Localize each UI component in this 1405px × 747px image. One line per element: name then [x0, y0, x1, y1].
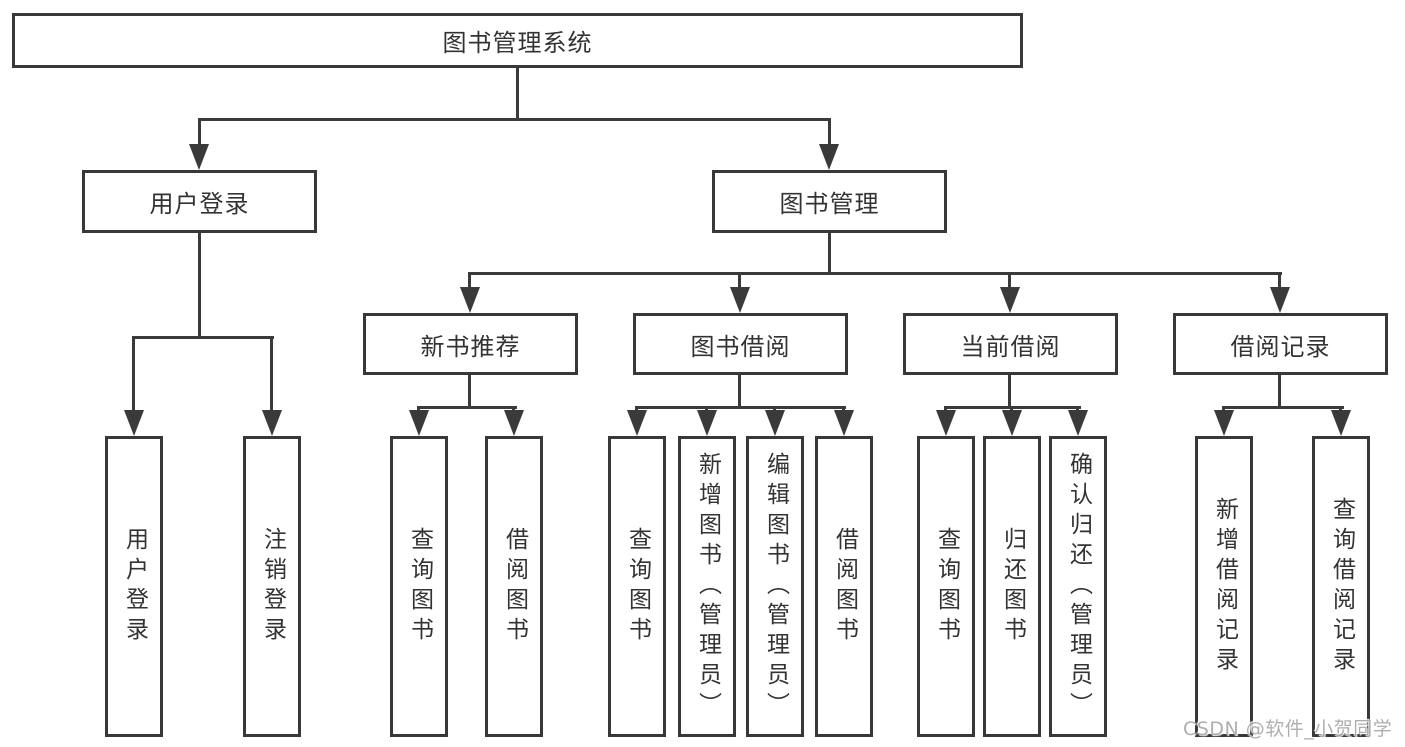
arrow-down-icon [1068, 410, 1088, 436]
connector-root-stem [516, 68, 519, 118]
node-leaf-borrow-books-label: 借阅图书 [831, 526, 858, 647]
node-book-management-branch-label: 图书管理 [779, 190, 880, 218]
node-root: 图书管理系统 [12, 13, 1023, 68]
arrow-down-icon [124, 410, 144, 436]
node-leaf-query-borrow-record: 查询借阅记录 [1312, 436, 1370, 737]
watermark: CSDN @软件_小贺同学 [1183, 718, 1393, 740]
node-book-management-branch: 图书管理 [712, 170, 947, 233]
connector-to-recommend-stem [468, 272, 471, 289]
arrow-down-icon [697, 410, 717, 436]
node-leaf-logout-label: 注销登录 [259, 526, 286, 647]
connector-login-leaf2-stem [270, 336, 273, 412]
connector-login-leaf1-stem [132, 336, 135, 412]
connector-current-stem [1008, 375, 1011, 406]
arrow-down-icon [504, 410, 524, 436]
node-current-borrowing: 当前借阅 [903, 313, 1118, 375]
connector-records-bar [1222, 406, 1344, 409]
node-borrow-records-label: 借阅记录 [1230, 332, 1331, 361]
node-leaf-borrow-books-recommend-label: 借阅图书 [501, 526, 528, 647]
arrow-down-icon [1331, 410, 1351, 436]
connector-to-login-stem [198, 118, 201, 146]
connector-records-leaf1-stem [1222, 406, 1225, 412]
connector-management-bar [468, 272, 1282, 275]
arrow-down-icon [262, 410, 282, 436]
connector-recommend-leaf1-stem [417, 406, 420, 412]
connector-borrowing-leaf2-stem [705, 406, 708, 412]
arrow-down-icon [627, 410, 647, 436]
node-leaf-query-books-current: 查询图书 [917, 436, 975, 737]
node-leaf-query-borrow-record-label: 查询借阅记录 [1328, 496, 1355, 677]
arrow-down-icon [409, 410, 429, 436]
arrow-down-icon [1002, 410, 1022, 436]
node-leaf-query-books-current-label: 查询图书 [933, 526, 960, 647]
node-book-borrowing-label: 图书借阅 [690, 332, 791, 361]
connector-borrowing-leaf3-stem [773, 406, 776, 412]
arrow-down-icon [1000, 287, 1020, 313]
connector-to-borrowing-stem [738, 272, 741, 289]
connector-root-bar [198, 118, 831, 121]
connector-to-management-stem [828, 118, 831, 146]
node-user-login-branch-label: 用户登录 [149, 190, 250, 218]
node-leaf-return-book: 归还图书 [983, 436, 1041, 737]
arrow-down-icon [936, 410, 956, 436]
node-current-borrowing-label: 当前借阅 [960, 332, 1061, 361]
node-leaf-add-borrow-record: 新增借阅记录 [1195, 436, 1253, 737]
arrow-down-icon [765, 410, 785, 436]
node-leaf-confirm-return-admin-label: 确认归还（管理员） [1065, 451, 1092, 722]
node-book-borrowing: 图书借阅 [633, 313, 848, 375]
connector-records-stem [1278, 375, 1281, 406]
arrow-down-icon [1214, 410, 1234, 436]
node-leaf-borrow-books: 借阅图书 [815, 436, 873, 737]
connector-records-leaf2-stem [1339, 406, 1342, 412]
connector-management-stem [828, 233, 831, 272]
connector-borrowing-bar [635, 406, 846, 409]
connector-to-records-stem [1278, 272, 1281, 289]
connector-borrowing-leaf1-stem [635, 406, 638, 412]
arrow-down-icon [819, 144, 839, 170]
node-leaf-borrow-books-recommend: 借阅图书 [485, 436, 543, 737]
node-leaf-return-book-label: 归还图书 [999, 526, 1026, 647]
connector-recommend-bar [417, 406, 517, 409]
node-new-book-recommend-label: 新书推荐 [420, 332, 521, 361]
connector-current-leaf1-stem [944, 406, 947, 412]
arrow-down-icon [834, 410, 854, 436]
node-leaf-query-books-borrowing: 查询图书 [608, 436, 666, 737]
connector-to-current-stem [1008, 272, 1011, 289]
connector-current-leaf2-stem [1010, 406, 1013, 412]
arrow-down-icon [1270, 287, 1290, 313]
node-leaf-add-book-admin: 新增图书（管理员） [678, 436, 736, 737]
node-leaf-query-books-recommend-label: 查询图书 [406, 526, 433, 647]
arrow-down-icon [189, 144, 209, 170]
arrow-down-icon [730, 287, 750, 313]
node-leaf-user-login-label: 用户登录 [121, 526, 148, 647]
node-leaf-query-books-recommend: 查询图书 [390, 436, 448, 737]
node-root-label: 图书管理系统 [442, 29, 593, 57]
node-leaf-user-login: 用户登录 [105, 436, 163, 737]
node-leaf-query-books-borrowing-label: 查询图书 [624, 526, 651, 647]
arrow-down-icon [460, 287, 480, 313]
node-new-book-recommend: 新书推荐 [363, 313, 578, 375]
connector-login-stem [198, 233, 201, 336]
connector-current-leaf3-stem [1076, 406, 1079, 412]
connector-recommend-leaf2-stem [512, 406, 515, 412]
node-leaf-edit-book-admin-label: 编辑图书（管理员） [762, 451, 789, 722]
node-leaf-edit-book-admin: 编辑图书（管理员） [746, 436, 804, 737]
node-leaf-logout: 注销登录 [243, 436, 301, 737]
connector-login-bar [132, 336, 274, 339]
node-user-login-branch: 用户登录 [82, 170, 317, 233]
connector-recommend-stem [468, 375, 471, 406]
connector-borrowing-leaf4-stem [842, 406, 845, 412]
node-leaf-add-borrow-record-label: 新增借阅记录 [1211, 496, 1238, 677]
node-leaf-confirm-return-admin: 确认归还（管理员） [1049, 436, 1107, 737]
connector-borrowing-stem [738, 375, 741, 406]
node-borrow-records: 借阅记录 [1173, 313, 1388, 375]
node-leaf-add-book-admin-label: 新增图书（管理员） [694, 451, 721, 722]
